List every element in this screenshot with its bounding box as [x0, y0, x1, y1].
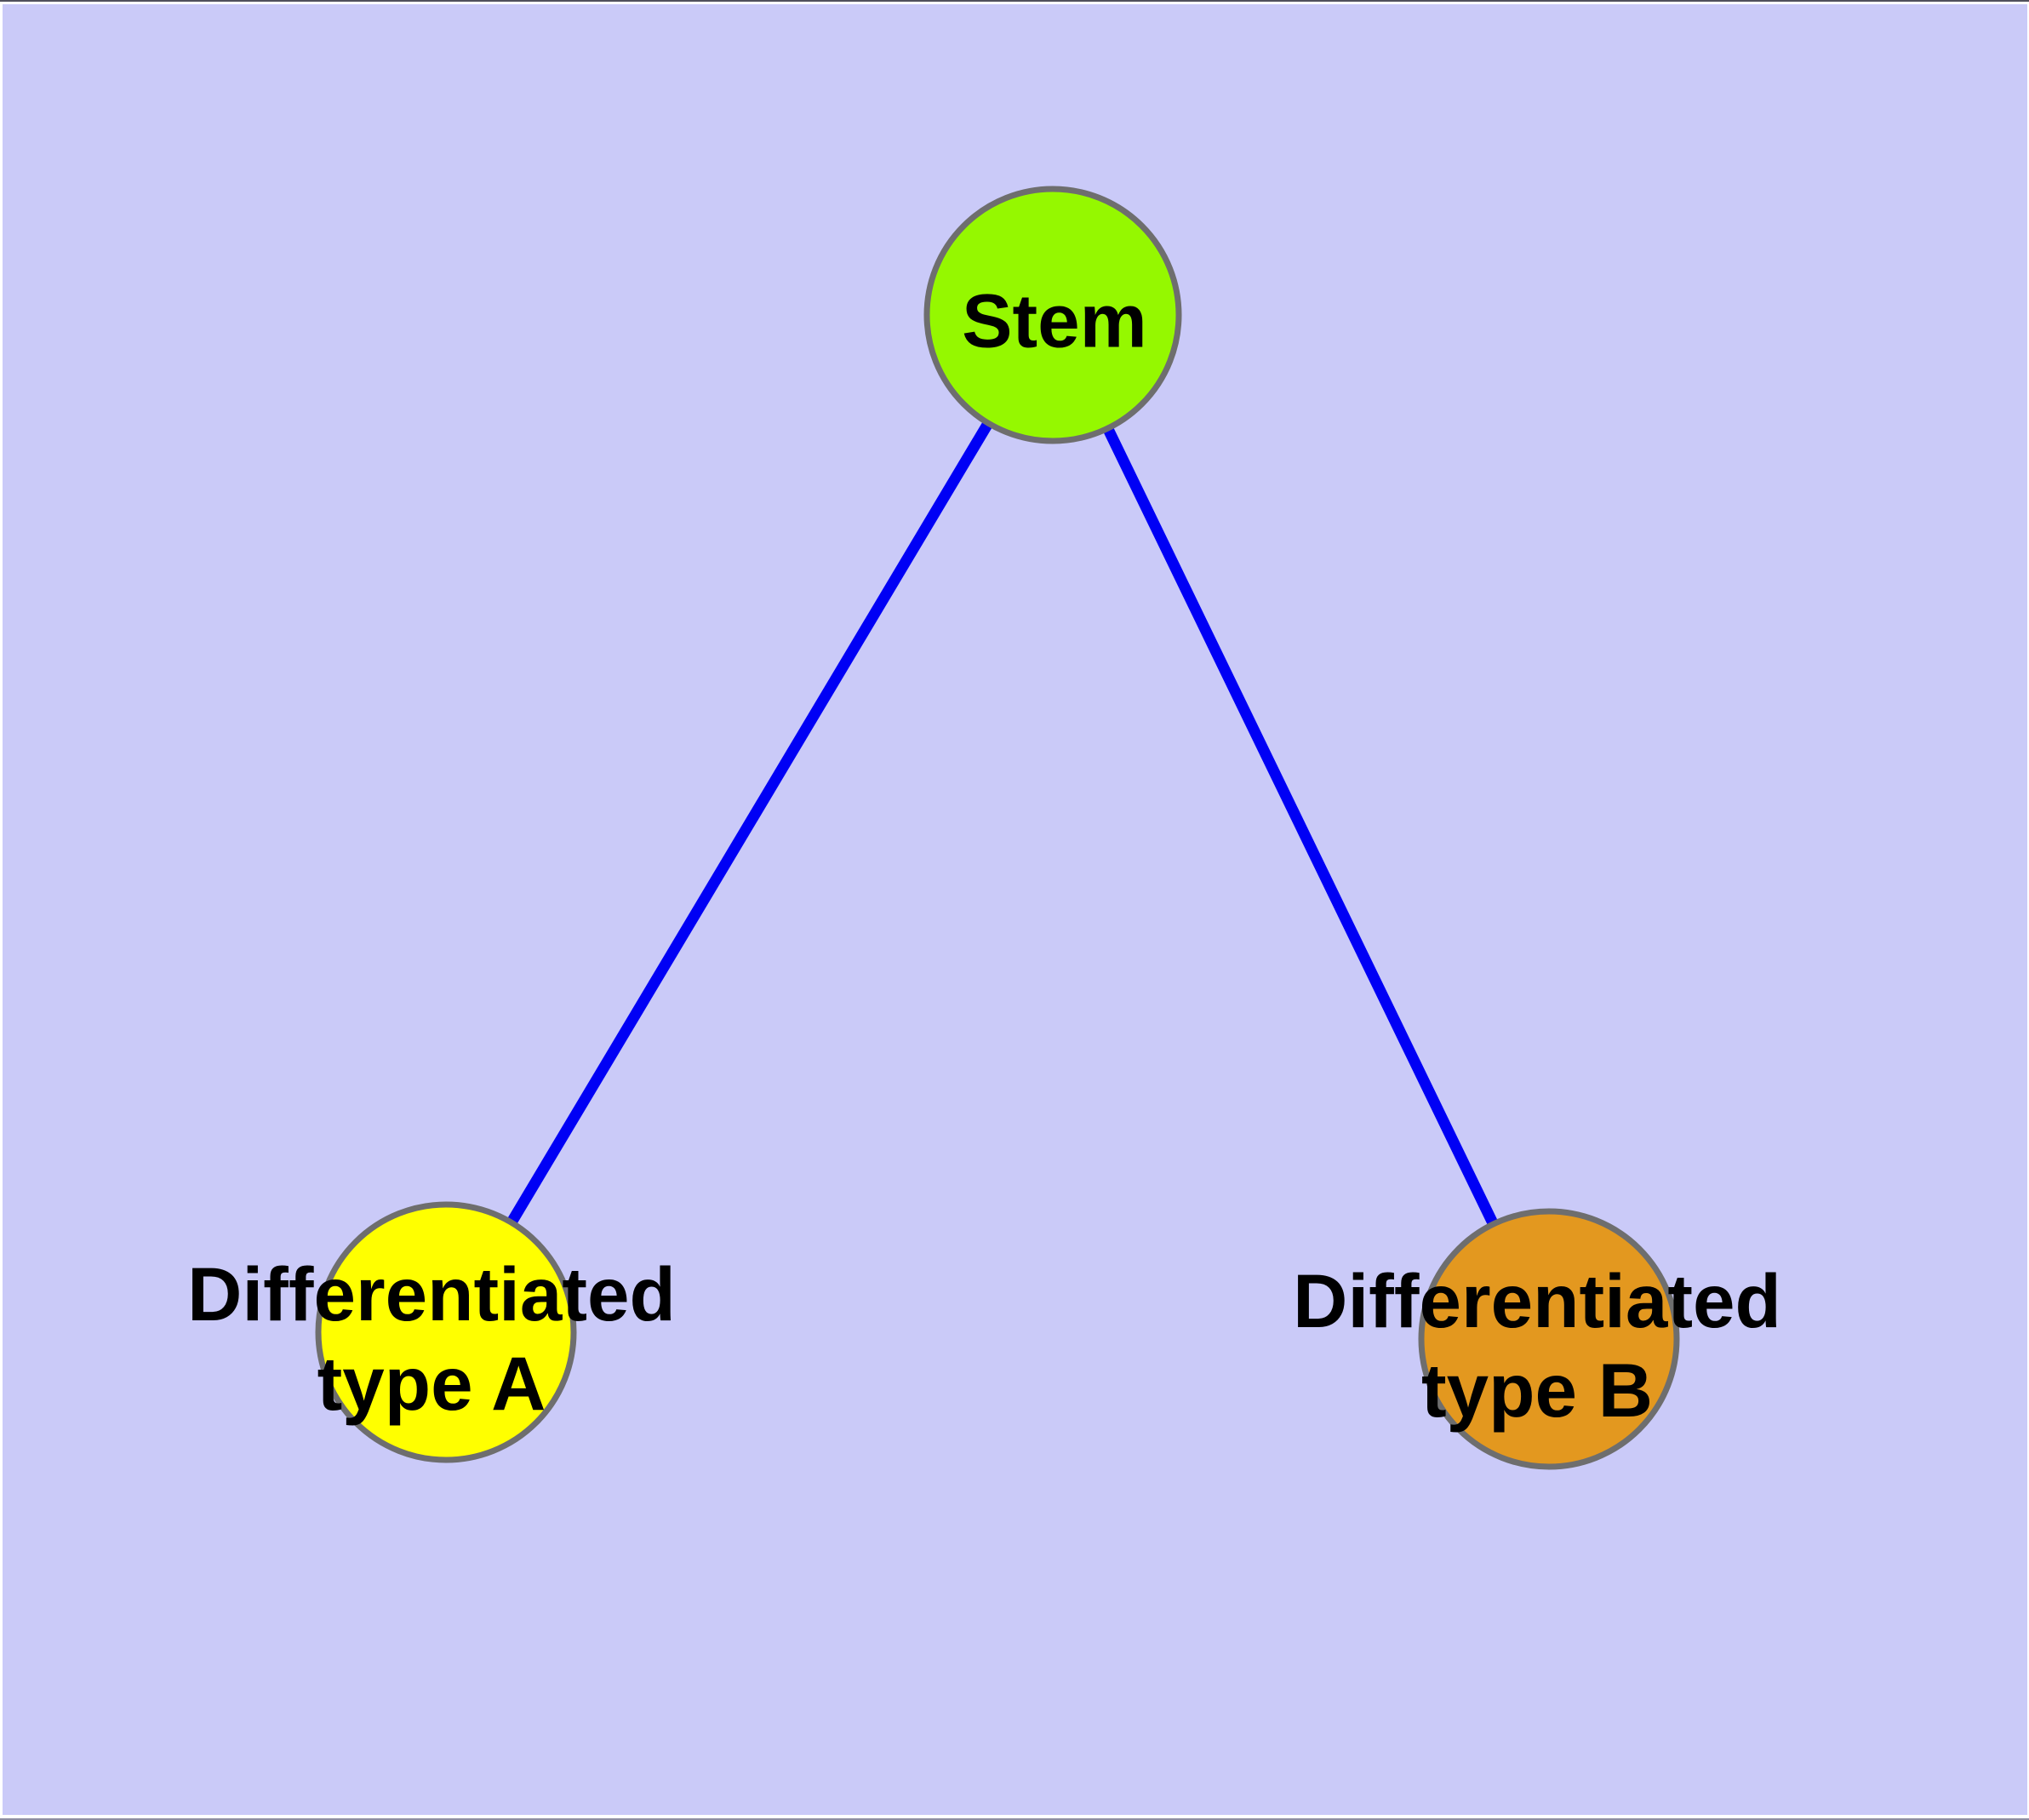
- node-stem: [923, 186, 1182, 444]
- node-differentiated-type-b: [1418, 1208, 1680, 1470]
- node-label-differentiated-type-b: Differentiated type B: [1293, 1256, 1781, 1435]
- node-label-type-b-line2: type B: [1420, 1348, 1653, 1433]
- edge-stem-to-type-a: [441, 312, 1058, 1336]
- node-label-type-a-line2: type A: [317, 1341, 546, 1426]
- node-label-stem: Stem: [962, 277, 1147, 366]
- window-bottom-edge: [0, 1818, 2029, 1820]
- node-label-stem-line1: Stem: [962, 278, 1147, 363]
- edge-stem-to-type-b: [1048, 312, 1554, 1342]
- node-label-type-b-line1: Differentiated: [1293, 1258, 1781, 1343]
- node-differentiated-type-a: [315, 1201, 577, 1463]
- node-label-type-a-line1: Differentiated: [187, 1251, 676, 1336]
- node-label-differentiated-type-a: Differentiated type A: [187, 1250, 676, 1428]
- window-top-edge: [0, 0, 2029, 2]
